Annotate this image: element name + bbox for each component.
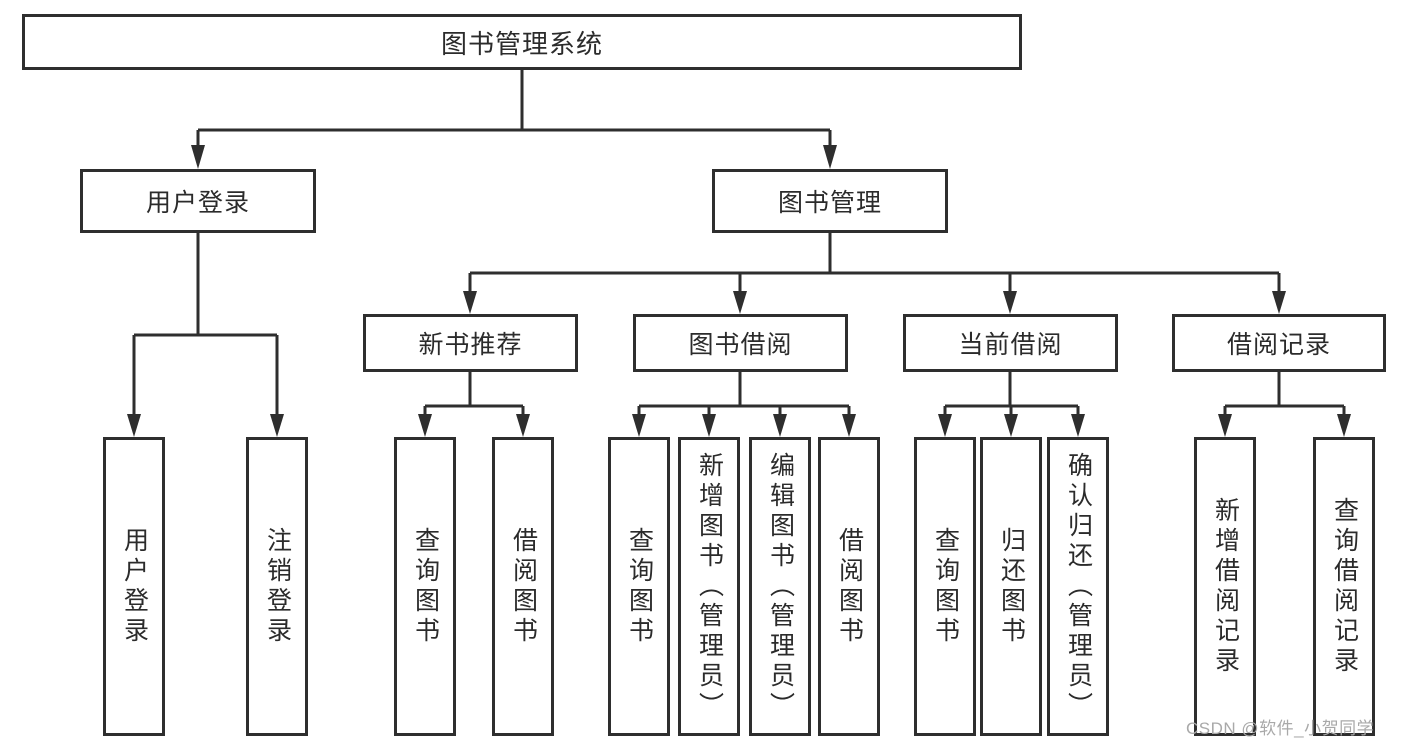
node-library-management-system: 图书管理系统 [22, 14, 1022, 70]
node-user-login: 用户登录 [80, 169, 316, 233]
leaf-edit-book-admin: 编辑图书（管理员） [749, 437, 811, 736]
arrowhead-group [127, 145, 1351, 437]
leaf-add-book-admin: 新增图书（管理员） [678, 437, 740, 736]
leaf-user-login: 用户登录 [103, 437, 165, 736]
leaf-logout: 注销登录 [246, 437, 308, 736]
node-new-book-recommendation: 新书推荐 [363, 314, 578, 372]
leaf-confirm-return-admin: 确认归还（管理员） [1047, 437, 1109, 736]
leaf-return-book: 归还图书 [980, 437, 1042, 736]
leaf-add-borrow-record: 新增借阅记录 [1194, 437, 1256, 736]
leaf-query-books-borrow: 查询图书 [608, 437, 670, 736]
node-borrowing-records: 借阅记录 [1172, 314, 1386, 372]
csdn-watermark: CSDN @软件_小贺同学 [1186, 719, 1375, 738]
leaf-borrow-books-recommend: 借阅图书 [492, 437, 554, 736]
leaf-query-books-current: 查询图书 [914, 437, 976, 736]
leaf-borrow-books-borrow: 借阅图书 [818, 437, 880, 736]
leaf-query-books-recommend: 查询图书 [394, 437, 456, 736]
node-book-borrowing: 图书借阅 [633, 314, 848, 372]
node-current-borrowing: 当前借阅 [903, 314, 1118, 372]
node-book-management: 图书管理 [712, 169, 948, 233]
leaf-query-borrow-record: 查询借阅记录 [1313, 437, 1375, 736]
